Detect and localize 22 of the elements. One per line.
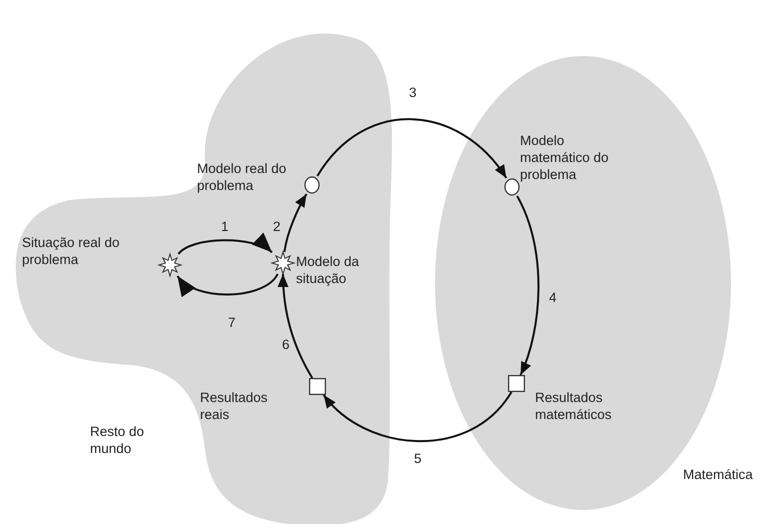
arrow <box>278 274 314 378</box>
node-label: Modelo real do problema <box>197 160 288 194</box>
edge-label: 1 <box>221 218 229 235</box>
edge-label: 3 <box>409 84 417 101</box>
edge-label: 7 <box>228 314 236 331</box>
arrow <box>178 234 273 255</box>
arrow <box>176 273 278 296</box>
edge-label: 4 <box>549 289 557 306</box>
edge-label: 5 <box>414 450 422 467</box>
edge-label: 6 <box>282 336 290 353</box>
node-label: Modelo da situação <box>296 253 360 287</box>
arrow <box>283 194 308 252</box>
edge-label: 2 <box>273 218 281 235</box>
arrow <box>516 196 540 376</box>
node-label: Resultados reais <box>200 389 269 423</box>
node-label: Resultados matemáticos <box>535 389 613 423</box>
node-label: Situação real do problema <box>22 234 121 268</box>
arrow <box>322 391 512 442</box>
node-label: Modelo matemático do problema <box>520 132 610 183</box>
region-label: Resto do mundo <box>90 423 146 457</box>
arrow <box>316 118 508 179</box>
region-label: Matemática <box>683 466 754 483</box>
